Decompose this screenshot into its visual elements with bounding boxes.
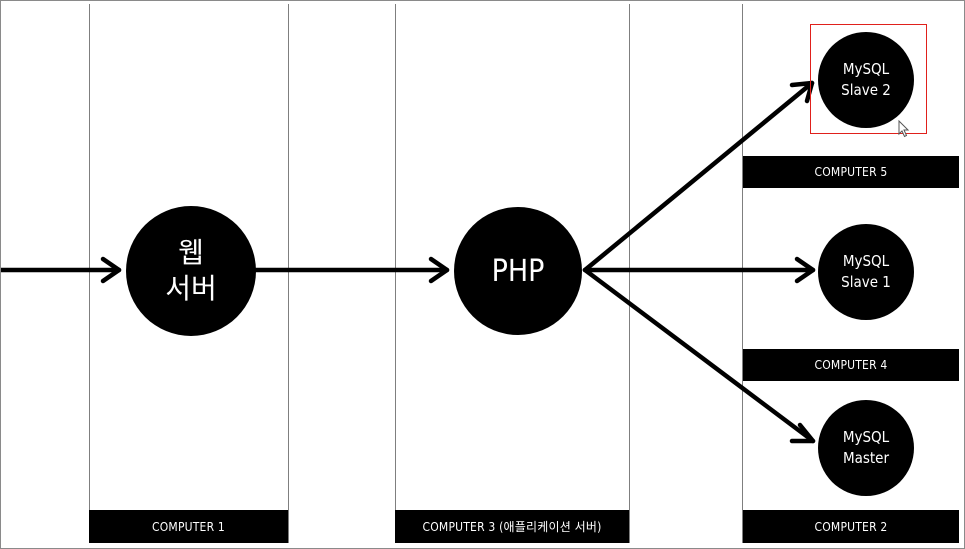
mouse-pointer-icon — [898, 120, 910, 138]
arrowhead-master — [789, 422, 816, 444]
computer-4-label: COMPUTER 4 — [743, 349, 959, 381]
web-server-label-line-2: 서버 — [165, 272, 217, 305]
master-label-line-2: Master — [842, 449, 890, 467]
php-node[interactable]: PHP — [454, 207, 582, 335]
arrowhead-php — [428, 256, 450, 284]
mysql-master-node[interactable]: MySQL Master — [818, 400, 914, 496]
mysql-slave-2-node[interactable]: MySQL Slave 2 — [818, 32, 914, 128]
slave-1-label-line-2: Slave 1 — [841, 273, 891, 291]
arrow-php-to-master — [582, 267, 816, 444]
web-server-label-line-1: 웹 — [178, 236, 204, 269]
slave-2-label-line-1: MySQL — [842, 60, 890, 78]
selection-box — [810, 24, 927, 134]
computer-2-label: COMPUTER 2 — [743, 510, 959, 543]
web-server-node[interactable]: 웹 서버 — [126, 206, 256, 336]
slave-1-label-line-1: MySQL — [842, 252, 890, 270]
arrow-php-to-slave-2 — [582, 80, 815, 273]
computer-3-label: COMPUTER 3 (애플리케이션 서버) — [395, 510, 629, 543]
arrowhead-slave-1 — [794, 256, 816, 284]
php-label: PHP — [491, 253, 545, 289]
master-label-line-1: MySQL — [842, 428, 890, 446]
slave-2-label-line-2: Slave 2 — [841, 81, 891, 99]
computer-1-label: COMPUTER 1 — [89, 510, 288, 543]
arrowhead-slave-2 — [789, 80, 815, 104]
mysql-slave-1-node[interactable]: MySQL Slave 1 — [818, 224, 914, 320]
computer-5-label: COMPUTER 5 — [743, 156, 959, 188]
arrowhead-web-server — [100, 256, 122, 284]
